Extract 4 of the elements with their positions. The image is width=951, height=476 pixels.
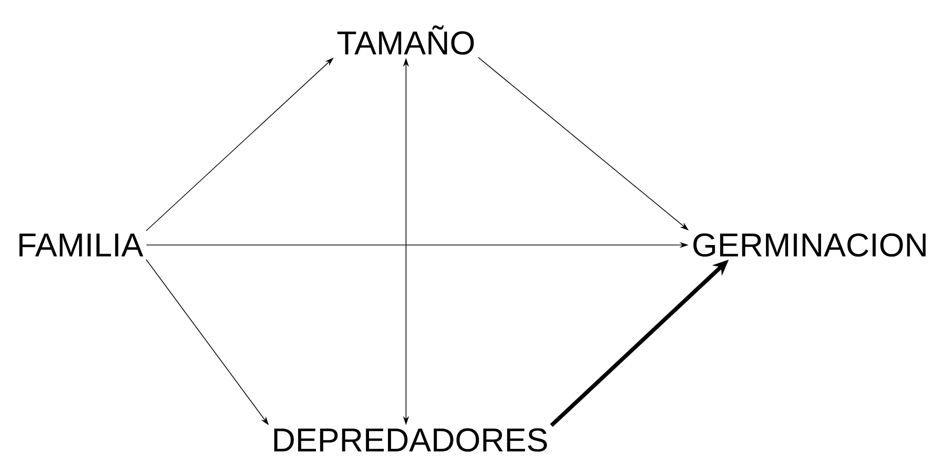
node-label: DEPREDADORES	[274, 428, 547, 452]
node-label: TAMAÑO	[337, 25, 474, 55]
node-label: GERMINACION	[693, 233, 926, 257]
node-label: FAMILIA	[19, 234, 144, 256]
